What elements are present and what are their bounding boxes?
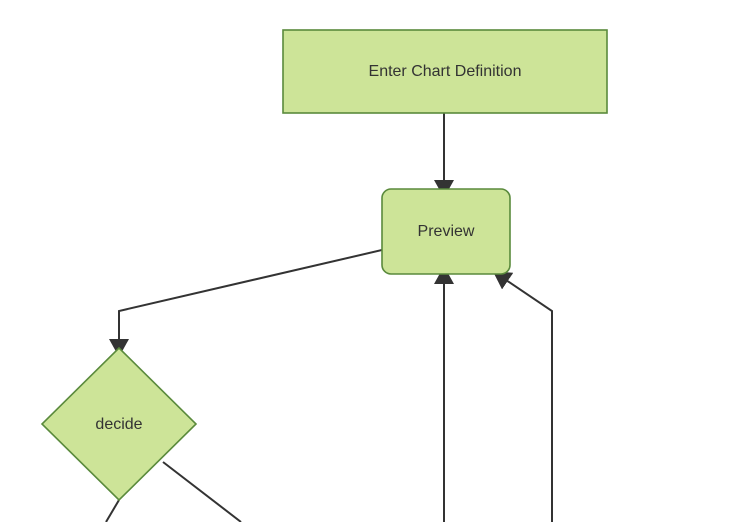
node-preview-shape[interactable] <box>381 188 511 275</box>
node-decide[interactable]: decide <box>40 346 198 502</box>
edge-return-right-to-preview <box>492 271 553 522</box>
edges-layer <box>105 113 553 522</box>
node-decide-shape[interactable] <box>40 346 198 502</box>
edge-decide-right-branch <box>162 461 242 522</box>
node-preview[interactable]: Preview <box>381 188 511 275</box>
edge-decide-bottom-branch <box>105 499 120 522</box>
node-enter-chart-definition-shape[interactable] <box>282 29 608 114</box>
edge-preview-to-decide <box>109 249 383 357</box>
node-enter-chart-definition[interactable]: Enter Chart Definition <box>282 29 608 114</box>
